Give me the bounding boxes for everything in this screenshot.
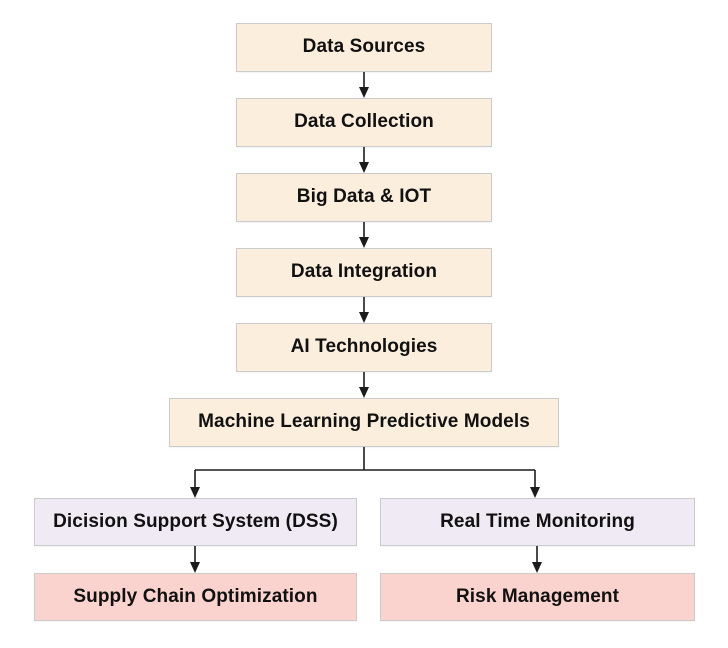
edge-real-time-monitoring-to-risk-management [532,546,542,573]
node-data-sources-label: Data Sources [302,36,426,58]
node-risk-management-label: Risk Management [455,585,620,607]
node-data-collection[interactable]: Data Collection [236,98,492,147]
edge-data-collection-to-big-data-iot [359,147,369,173]
node-machine-learning-predictive-models-label: Machine Learning Predictive Models [198,411,530,433]
node-data-integration[interactable]: Data Integration [236,248,492,297]
edge-data-integration-to-ai-technologies [359,297,369,323]
node-data-sources[interactable]: Data Sources [236,23,492,72]
node-machine-learning-predictive-models[interactable]: Machine Learning Predictive Models [169,398,559,447]
node-big-data-iot[interactable]: Big Data & IOT [236,173,492,222]
node-supply-chain-optimization[interactable]: Supply Chain Optimization [34,573,357,621]
edge-ai-technologies-to-machine-learning [359,372,369,398]
node-dicision-support-system-label: Dicision Support System (DSS) [53,510,338,532]
node-dicision-support-system[interactable]: Dicision Support System (DSS) [34,498,357,546]
node-risk-management[interactable]: Risk Management [380,573,695,621]
edge-big-data-iot-to-data-integration [359,222,369,248]
node-supply-chain-optimization-label: Supply Chain Optimization [73,585,318,607]
node-data-integration-label: Data Integration [290,261,438,283]
edge-dss-to-supply-chain-optimization [190,546,200,573]
node-data-collection-label: Data Collection [294,111,434,133]
edge-data-sources-to-data-collection [359,72,369,98]
node-real-time-monitoring-label: Real Time Monitoring [440,510,635,532]
node-big-data-iot-label: Big Data & IOT [296,186,432,208]
edge-machine-learning-branch [190,447,540,498]
node-ai-technologies[interactable]: AI Technologies [236,323,492,372]
node-ai-technologies-label: AI Technologies [290,336,438,358]
node-real-time-monitoring[interactable]: Real Time Monitoring [380,498,695,546]
